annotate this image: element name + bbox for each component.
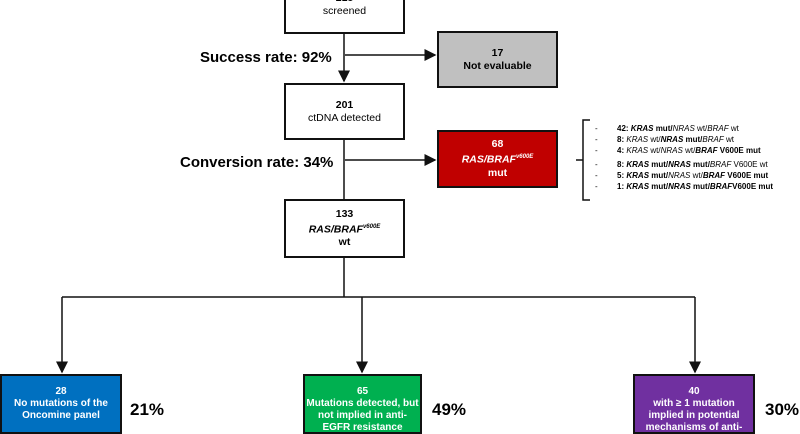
group-mutations-not-implied: 65 Mutations detected, but not implied i… (303, 374, 422, 434)
wt-count: 133 (335, 207, 354, 220)
item-nras: NRAS (660, 146, 683, 155)
mut-breakdown-list: -42: KRAS mut/NRAS wt/BRAF wt -8: KRAS wt… (595, 123, 773, 192)
screened-count: 218 (286, 0, 403, 5)
mut-breakdown-item: -42: KRAS mut/NRAS wt/BRAF wt (595, 124, 739, 133)
not-evaluable-count: 17 (491, 46, 504, 59)
ctdna-count: 201 (335, 98, 354, 111)
group-pct: 30% (765, 400, 800, 419)
group-text: with ≥ 1 mutation implied in potential m… (645, 398, 743, 433)
mut-gene: RAS/BRAF (461, 153, 516, 166)
wt-gene: RAS/BRAF (308, 223, 363, 236)
not-evaluable-box: 17 Not evaluable (437, 31, 558, 88)
item-braf: BRAF (709, 182, 733, 191)
wt-box: 133 RAS/BRAFv600E wt (284, 199, 405, 258)
item-bs: wt (728, 124, 739, 133)
item-bs: V600E mut (732, 182, 774, 191)
item-braf: BRAF (707, 124, 729, 133)
group-count: 28 (55, 386, 67, 397)
item-ks: wt/ (648, 146, 661, 155)
mut-breakdown-item: -1: KRAS mut/NRAS mut/BRAFV600E mut (595, 182, 774, 191)
item-braf: BRAF (695, 146, 718, 155)
item-n: 8: (617, 160, 625, 169)
success-rate: Success rate: 92% (200, 49, 332, 66)
item-bs: V600E wt (731, 160, 768, 169)
group-text: Mutations detected, but not implied in a… (306, 398, 419, 433)
item-bs: V600E mut (725, 171, 769, 180)
group-text: No mutations of the Oncomine panel (14, 398, 108, 421)
conversion-rate: Conversion rate: 34% (180, 154, 334, 171)
mut-breakdown-item: -8: KRAS mut/NRAS mut/BRAF V600E wt (595, 160, 768, 169)
item-braf: BRAF (702, 171, 726, 180)
item-n: 4: (617, 146, 625, 155)
item-n: 5: (617, 171, 625, 180)
group-count: 40 (688, 386, 700, 397)
item-ks: mut/ (649, 160, 669, 169)
item-nras: NRAS (668, 182, 691, 191)
screened-box: 218 screened (284, 0, 405, 34)
item-n: 42: (617, 124, 629, 133)
item-ns: mut/ (690, 182, 710, 191)
mut-breakdown-item: -4: KRAS wt/NRAS wt/BRAF V600E mut (595, 146, 761, 155)
screened-label: screened (322, 5, 367, 17)
mut-count: 68 (491, 138, 504, 151)
mut-breakdown-item: -8: KRAS wt/NRAS mut/BRAF wt (595, 135, 734, 144)
mut-sup: v600E (515, 154, 534, 161)
wt-status: wt (338, 236, 351, 249)
item-nras: NRAS (668, 160, 691, 169)
item-ns: mut/ (690, 160, 710, 169)
item-n: 1: (617, 182, 625, 191)
item-kras: KRAS (630, 124, 654, 133)
item-nras: NRAS (672, 124, 695, 133)
item-kras: KRAS (626, 135, 649, 144)
bracket (576, 119, 590, 201)
item-ns: wt/ (694, 124, 708, 133)
wt-sup: v600E (362, 223, 381, 230)
item-kras: KRAS (626, 146, 649, 155)
item-ks: mut/ (649, 171, 669, 180)
item-nras: NRAS (660, 135, 684, 144)
connectors (56, 34, 701, 374)
item-ks: mut/ (653, 124, 673, 133)
mut-breakdown-item: -5: KRAS mut/NRAS wt/BRAF V600E mut (595, 171, 769, 180)
item-ns: mut/ (683, 135, 703, 144)
item-ks: mut/ (649, 182, 669, 191)
item-kras: KRAS (626, 160, 650, 169)
group-count: 65 (356, 386, 369, 397)
ctdna-label: ctDNA detected (308, 111, 381, 124)
item-n: 8: (617, 135, 625, 144)
item-nras: NRAS (668, 171, 691, 180)
mut-status: mut (487, 166, 508, 179)
item-kras: KRAS (626, 182, 650, 191)
group-resistance-mutation: 40 with ≥ 1 mutation implied in potentia… (633, 374, 755, 434)
item-braf: BRAF (702, 135, 724, 144)
not-evaluable-label: Not evaluable (463, 59, 532, 72)
mut-box: 68 RAS/BRAFv600E mut (437, 130, 558, 188)
item-ks: wt/ (648, 135, 661, 144)
item-kras: KRAS (626, 171, 650, 180)
item-ns: wt/ (682, 146, 696, 155)
item-bs: V600E mut (717, 146, 761, 155)
group-pct: 21% (130, 400, 165, 419)
group-no-mutations: 28 No mutations of the Oncomine panel (0, 374, 122, 434)
group-pct: 49% (432, 400, 467, 419)
ctdna-box: 201 ctDNA detected (284, 83, 405, 140)
item-braf: BRAF (709, 160, 732, 169)
item-bs: wt (723, 135, 734, 144)
item-ns: wt/ (690, 171, 703, 180)
